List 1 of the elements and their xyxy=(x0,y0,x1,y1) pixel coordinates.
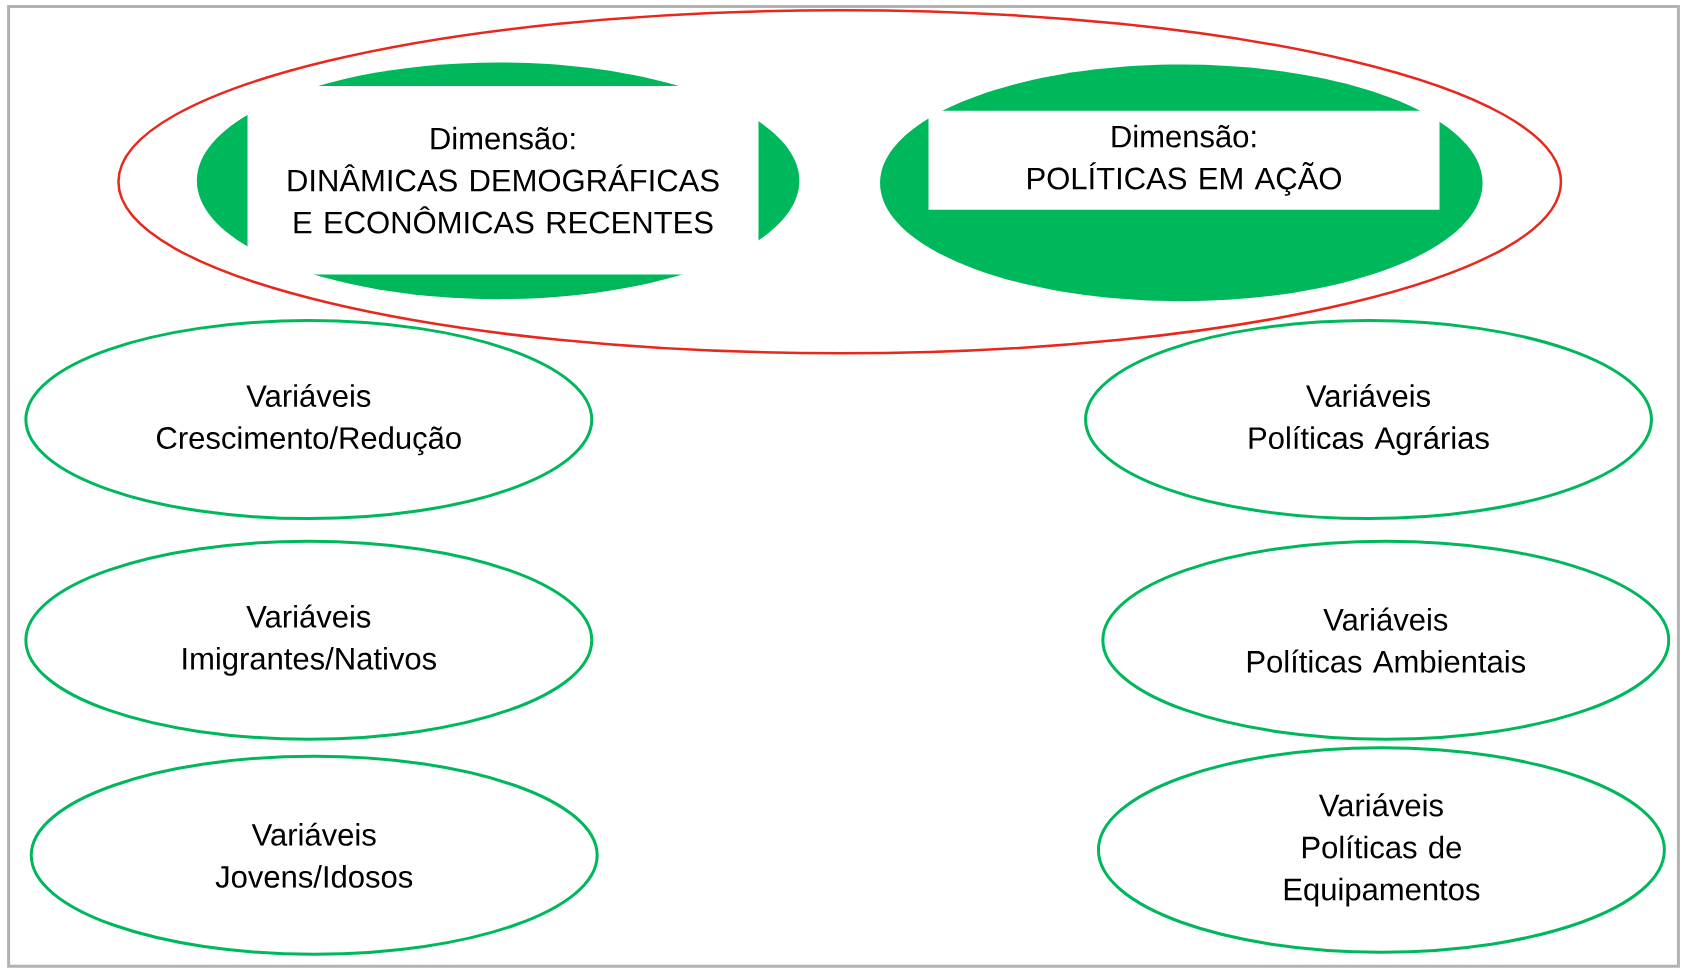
outline-ellipse xyxy=(117,9,1563,355)
